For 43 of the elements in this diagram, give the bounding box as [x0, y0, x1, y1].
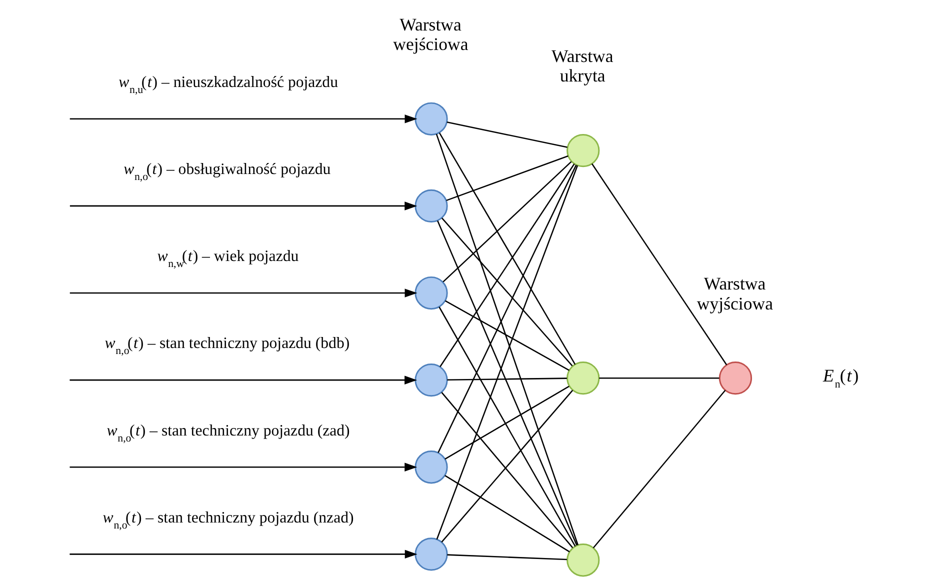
edge-label: w$_{n,w}$(t) – wiek pojazdu: [157, 248, 299, 270]
connector: [447, 554, 567, 560]
node-circle: [566, 544, 600, 577]
label: Warstwa wyjściowa: [696, 273, 774, 314]
node-circle: [414, 450, 448, 484]
node-label: E$_{n}$(t): [823, 365, 859, 390]
arrow: [70, 288, 418, 298]
connector: [438, 132, 576, 365]
node-circle: [414, 102, 448, 136]
edge-label: w$_{n,u}$(t) – nieuszkadzalność pojazdu: [118, 74, 338, 96]
node-circle: [414, 276, 448, 310]
connector: [438, 164, 577, 453]
arrow: [70, 114, 418, 124]
connector: [447, 378, 567, 380]
connector: [599, 377, 720, 379]
connector: [444, 475, 570, 552]
arrow: [70, 202, 418, 210]
label: Warstwa wejściowa: [393, 14, 468, 54]
arrow: [70, 462, 418, 472]
edge-label: w$_{n,o}$(t) – stan techniczny pojazdu (nzad): [102, 509, 354, 532]
node-circle: [566, 134, 600, 168]
connector: [592, 390, 726, 548]
connector: [444, 386, 570, 460]
connector: [446, 155, 568, 202]
connector: [437, 220, 578, 546]
node-circle: [566, 362, 600, 395]
node-circle: [414, 538, 448, 571]
edge-label: w$_{n,o}$(t) – obsługiwalność pojazdu: [124, 161, 331, 184]
edge-label: w$_{n,o}$(t) – stan techniczny pojazdu (bdb): [104, 335, 350, 358]
node-circle: [414, 364, 448, 397]
connector: [438, 306, 576, 547]
node-circle: [718, 362, 752, 395]
edge-label: w$_{n,o}$(t) – stan techniczny pojazdu (zad): [106, 422, 350, 444]
connector: [440, 164, 575, 368]
arrow: [70, 376, 418, 384]
node-circle: [414, 189, 448, 223]
connector: [446, 122, 568, 148]
arrow: [70, 550, 418, 559]
connector: [444, 300, 570, 371]
connector: [442, 161, 572, 282]
connector: [591, 163, 728, 366]
connector: [441, 218, 573, 366]
label: Warstwa ukryta: [551, 46, 614, 86]
